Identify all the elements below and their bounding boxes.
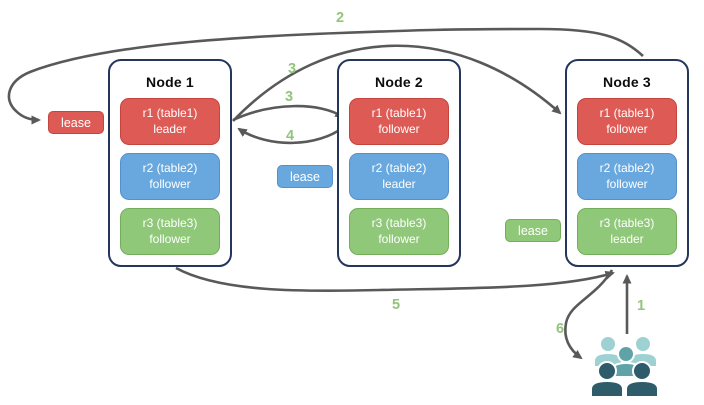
replica-name: r3 (table3) [371, 215, 427, 230]
replica-role: follower [378, 121, 420, 136]
replica-role: follower [378, 231, 420, 246]
arrow-step-5 [175, 266, 615, 293]
lease-badge-r2: lease [277, 165, 333, 188]
replica-role: leader [153, 121, 187, 136]
node-2-replica-r2: r2 (table2) leader [349, 153, 449, 200]
replica-name: r3 (table3) [142, 215, 198, 230]
replica-name: r2 (table2) [371, 160, 427, 175]
node-3-box: Node 3 r1 (table1) follower r2 (table2) … [565, 59, 689, 267]
node-3-title: Node 3 [603, 74, 651, 90]
node-2-box: Node 2 r1 (table1) follower r2 (table2) … [337, 59, 461, 267]
replica-role: follower [149, 176, 191, 191]
replica-role: leader [382, 176, 416, 191]
node-1-replica-r3: r3 (table3) follower [120, 208, 220, 255]
replica-name: r2 (table2) [142, 160, 198, 175]
node-3-replica-r1: r1 (table1) follower [577, 98, 677, 145]
replica-name: r2 (table2) [599, 160, 655, 175]
node-1-replica-r2: r2 (table2) follower [120, 153, 220, 200]
node-1-box: Node 1 r1 (table1) leader r2 (table2) fo… [108, 59, 232, 267]
replica-role: follower [149, 231, 191, 246]
replica-name: r1 (table1) [142, 105, 198, 120]
replica-role: leader [610, 231, 644, 246]
node-2-replica-r1: r1 (table1) follower [349, 98, 449, 145]
users-group-icon [590, 335, 659, 398]
lease-badge-r3: lease [505, 219, 561, 242]
step-label-3-upper: 3 [288, 61, 297, 77]
replica-name: r3 (table3) [599, 215, 655, 230]
step-label-1: 1 [637, 298, 646, 314]
node-3-replica-r3: r3 (table3) leader [577, 208, 677, 255]
replica-name: r1 (table1) [599, 105, 655, 120]
step-label-6: 6 [556, 321, 565, 337]
replica-name: r1 (table1) [371, 105, 427, 120]
step-label-5: 5 [392, 297, 401, 313]
arrow-step-6 [564, 269, 614, 360]
step-label-3-lower: 3 [285, 89, 294, 105]
arrow-step-3-to-node3 [232, 44, 562, 122]
lease-badge-r1: lease [48, 111, 104, 134]
node-2-title: Node 2 [375, 74, 423, 90]
node-1-replica-r1: r1 (table1) leader [120, 98, 220, 145]
arrow-step-2 [7, 27, 644, 125]
node-3-replica-r2: r2 (table2) follower [577, 153, 677, 200]
step-label-4: 4 [286, 128, 295, 144]
step-label-2: 2 [336, 10, 345, 26]
node-2-replica-r3: r3 (table3) follower [349, 208, 449, 255]
replica-role: follower [606, 176, 648, 191]
node-1-title: Node 1 [146, 74, 194, 90]
replica-role: follower [606, 121, 648, 136]
arrow-step-3-to-node2 [232, 104, 345, 122]
arrow-step-4 [237, 124, 346, 145]
